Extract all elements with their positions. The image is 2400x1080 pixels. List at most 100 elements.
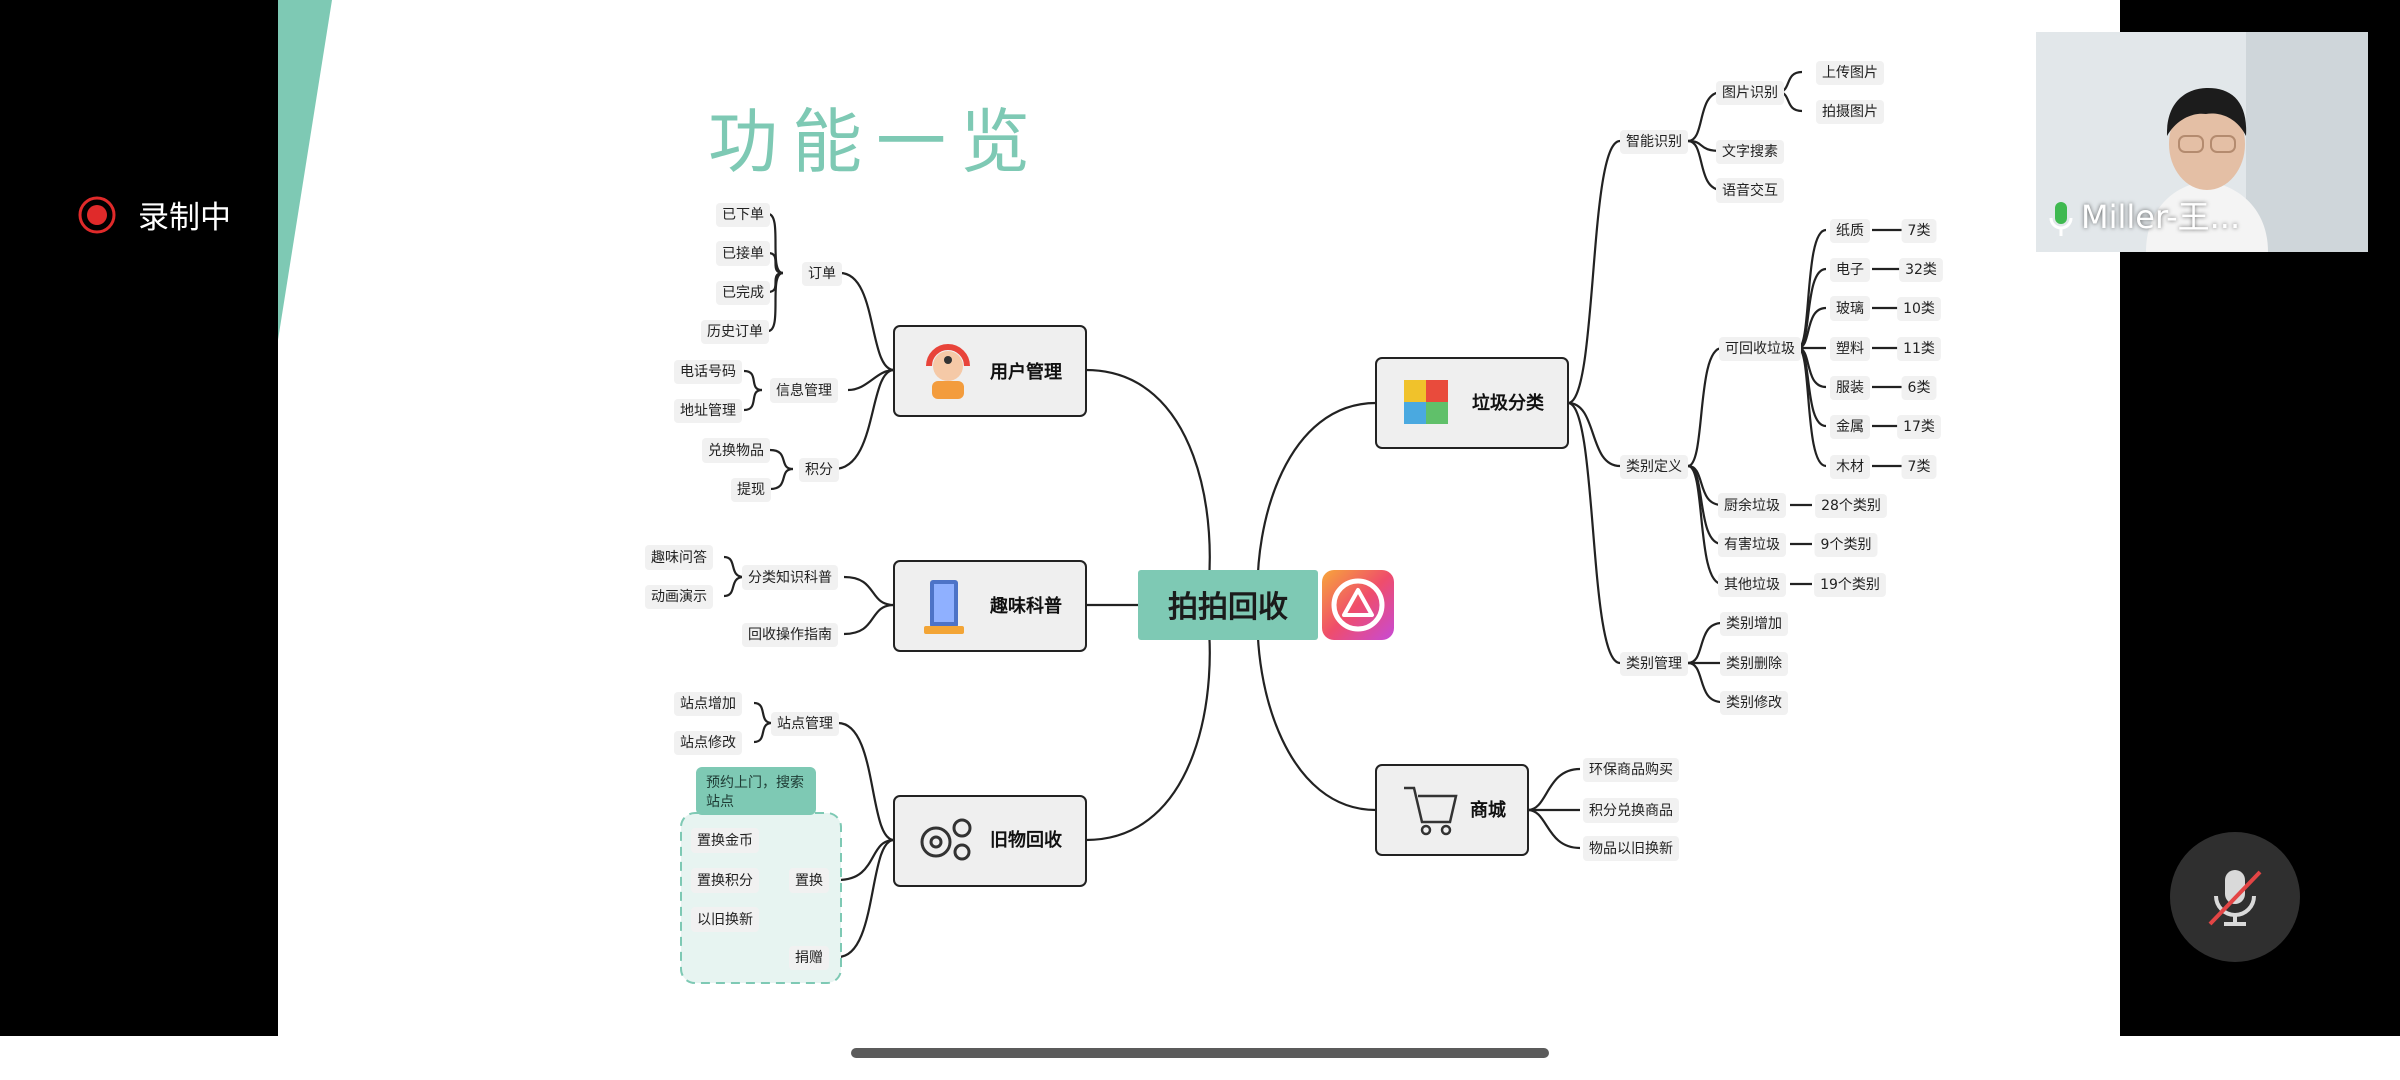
leaf-background: [1899, 258, 1943, 282]
order-item-1: 已下单: [722, 207, 764, 223]
book-icon: [924, 580, 964, 634]
recyclable-node: 可回收垃圾: [1725, 341, 1795, 357]
note-callout-line2: 站点: [706, 794, 734, 810]
smart-text: 文字搜素: [1722, 144, 1778, 160]
leaf-background: [789, 946, 829, 970]
info-item-1: 电话号码: [680, 364, 736, 380]
leaf-background: [799, 458, 839, 482]
recyclable-count-7: 7类: [1908, 459, 1931, 475]
leaf-background: [789, 868, 829, 893]
leaf-background: [674, 731, 742, 755]
mic-muted-icon: [2208, 870, 2262, 926]
leaf-background: [1583, 836, 1679, 861]
exchange-item-1: 置换金币: [697, 832, 753, 849]
order-item-2: 已接单: [722, 245, 764, 262]
leaf-background: [1830, 258, 1870, 282]
donate-node: 捐赠: [795, 950, 823, 966]
leaf-background: [1719, 337, 1801, 361]
smart-upload: 上传图片: [1822, 65, 1878, 81]
leaf-background: [742, 623, 838, 647]
root-node: [1138, 570, 1318, 640]
leaf-background: [1583, 798, 1679, 823]
recording-indicator: 录制中: [78, 192, 231, 237]
root-label: 拍拍回收: [1168, 590, 1288, 625]
microphone-icon: [2049, 202, 2073, 236]
leaf-background: [674, 692, 742, 716]
leaf-background: [674, 360, 742, 384]
bottom-safe-area: [0, 1036, 2400, 1080]
exchange-node: 置换: [795, 872, 823, 889]
recyclable-count-2: 32类: [1905, 262, 1937, 278]
recyclable-name-3: 玻璃: [1836, 300, 1864, 317]
leaf-background: [770, 378, 838, 403]
leaf-background: [645, 585, 713, 609]
leaf-background: [742, 565, 838, 590]
recyclable-count-5: 6类: [1908, 380, 1931, 396]
leaf-background: [1720, 691, 1788, 715]
leaf-background: [1815, 494, 1887, 518]
leaf-background: [701, 320, 769, 344]
points-item-1: 兑换物品: [708, 442, 764, 459]
knowledge-item-1: 趣味问答: [651, 549, 707, 566]
recyclable-count-3: 10类: [1903, 301, 1935, 317]
branch-user-mgmt-label: 用户管理: [990, 361, 1062, 383]
manage-item-2: 类别删除: [1726, 656, 1782, 672]
points-item-2: 提现: [737, 482, 765, 498]
decorative-stripe: [278, 0, 332, 340]
smart-voice: 语音交互: [1722, 182, 1778, 199]
record-icon: [78, 196, 116, 233]
leaf-background: [1620, 652, 1688, 676]
note-callout: [696, 767, 816, 815]
info-node: 信息管理: [776, 382, 832, 399]
participant-video-tile[interactable]: Miller-王...: [2036, 32, 2368, 252]
order-node: 订单: [808, 266, 836, 282]
recyclable-name-4: 塑料: [1836, 341, 1864, 357]
leaf-background: [1720, 652, 1788, 676]
leaf-background: [1901, 219, 1937, 243]
knowledge-node: 分类知识科普: [748, 569, 832, 586]
branch-garbage: 垃圾分类: [1375, 357, 1569, 449]
leaf-background: [691, 868, 759, 893]
knowledge-item-2: 动画演示: [651, 589, 707, 605]
customer-service-icon: [926, 344, 970, 399]
recyclable-name-7: 木材: [1836, 459, 1864, 475]
presentation-slide: 预约上门，搜索 站点 拍拍回收 用户管理: [278, 0, 2120, 1036]
leaf-background: [1830, 415, 1870, 439]
order-item-4: 历史订单: [707, 324, 763, 340]
leaf-background: [1716, 178, 1784, 203]
leaf-background: [802, 262, 842, 286]
other-node: 其他垃圾: [1724, 577, 1780, 593]
leaf-background: [1830, 455, 1870, 479]
info-item-2: 地址管理: [680, 403, 736, 419]
branch-science-label: 趣味科普: [989, 595, 1062, 617]
leaf-background: [1716, 140, 1784, 164]
participant-video: [2036, 32, 2368, 252]
leaf-background: [1897, 415, 1941, 439]
mall-item-1: 环保商品购买: [1589, 762, 1673, 778]
mute-toggle-button[interactable]: [2170, 832, 2300, 962]
hazard-node: 有害垃圾: [1724, 537, 1780, 553]
recyclable-name-6: 金属: [1836, 419, 1864, 435]
leaf-background: [1620, 130, 1688, 154]
app-logo-icon: [1322, 570, 1394, 640]
branch-recycle-label: 旧物回收: [990, 829, 1062, 851]
leaf-background: [674, 399, 742, 423]
leaf-background: [1718, 533, 1786, 557]
leaf-background: [691, 828, 759, 853]
smart-shoot: 拍摄图片: [1822, 104, 1878, 120]
leaf-background: [1718, 493, 1786, 518]
points-node: 积分: [805, 462, 833, 478]
shopping-cart-icon: [1404, 786, 1458, 836]
leaf-background: [771, 712, 839, 736]
kitchen-node: 厨余垃圾: [1724, 497, 1780, 514]
leaf-background: [716, 281, 770, 305]
other-count: 19个类别: [1820, 577, 1880, 593]
slide-title: 功能一览: [708, 101, 1044, 183]
home-indicator[interactable]: [851, 1048, 1549, 1058]
order-item-3: 已完成: [722, 285, 764, 301]
mind-map: 预约上门，搜索 站点 拍拍回收 用户管理: [278, 0, 1943, 984]
leaf-background: [1814, 533, 1878, 557]
puzzle-icon: [1404, 380, 1448, 424]
leaf-background: [1897, 337, 1941, 361]
leaf-background: [1830, 337, 1870, 361]
